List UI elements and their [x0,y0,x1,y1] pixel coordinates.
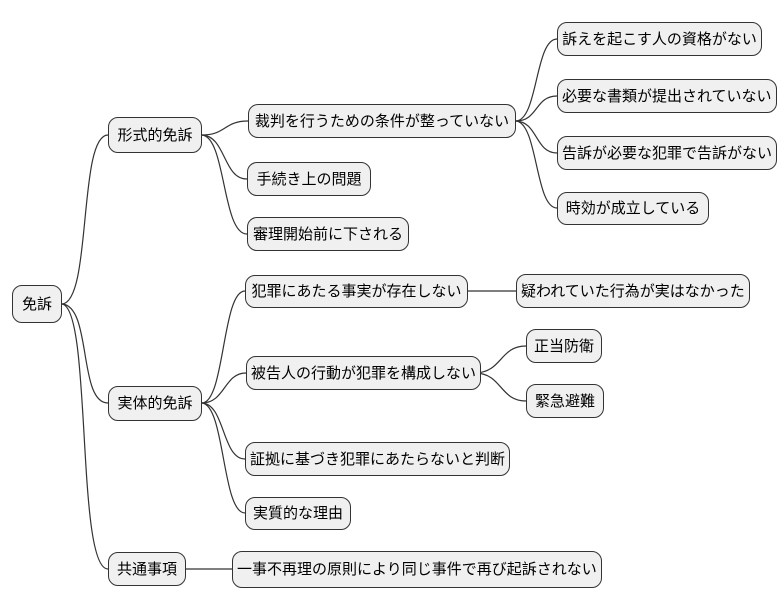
node-root-menso: 免訴 [12,285,62,323]
node-required-documents-missing: 必要な書類が提出されていない [557,79,777,113]
edge-formal-procedural [201,134,248,180]
node-formal-menso: 形式的免訴 [108,117,202,153]
node-no-criminal-fact: 犯罪にあたる事実が存在しない [245,275,468,308]
node-judged-not-crime-by-evidence: 証拠に基づき犯罪にあたらないと判断 [245,442,511,476]
node-substantive-reason: 実質的な理由 [245,497,351,530]
edge-conditions-limitations [515,120,558,209]
edge-root-substantive [61,303,109,404]
edge-conditions-complaint [515,120,558,154]
edge-conduct-self-defense [475,345,527,374]
node-statute-of-limitations: 時効が成立している [557,192,709,225]
node-emergency-evacuation: 緊急避難 [526,384,604,418]
node-self-defense: 正当防衛 [526,329,602,363]
edge-substantive-conduct [201,372,247,404]
node-substantive-menso: 実体的免訴 [108,386,202,421]
node-procedural-issue: 手続き上の問題 [247,162,371,196]
node-no-complaint-filed: 告訴が必要な犯罪で告訴がない [557,136,778,170]
edge-substantive-reason [201,402,246,514]
node-issued-before-trial: 審理開始前に下される [247,217,409,251]
node-double-jeopardy-principle: 一事不再理の原則により同じ事件で再び起訴されない [232,551,602,588]
node-suspected-act-did-not-occur: 疑われていた行為が実はなかった [516,274,750,308]
edge-conditions-standing [515,38,558,122]
edge-conditions-documents [515,95,558,122]
edge-formal-conditions [201,120,249,136]
edge-substantive-no-fact [201,290,246,404]
edge-formal-before-trial [201,134,248,235]
node-conduct-not-a-crime: 被告人の行動が犯罪を構成しない [246,356,482,390]
edge-root-common [61,303,109,570]
node-common-matters: 共通事項 [108,552,186,586]
node-trial-conditions-not-met: 裁判を行うための条件が整っていない [248,104,516,138]
edge-substantive-evidence [201,402,246,460]
node-no-standing-to-sue: 訴えを起こす人の資格がない [557,22,762,56]
edge-root-formal [61,134,109,305]
edge-conduct-emergency [475,372,527,402]
